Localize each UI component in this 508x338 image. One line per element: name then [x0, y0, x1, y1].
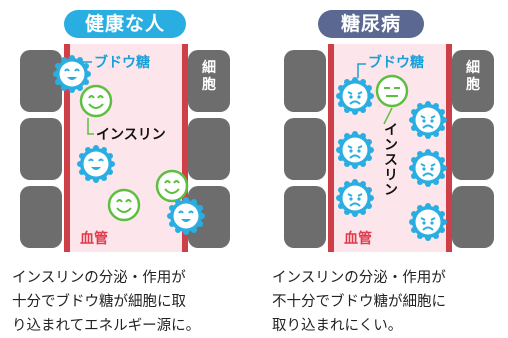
glucose-sad-icon — [408, 202, 448, 242]
insulin-neutral-icon — [375, 74, 409, 108]
glucose-happy-icon — [76, 144, 116, 184]
glucose-sad-icon — [335, 178, 375, 218]
cell-block — [284, 118, 326, 180]
insulin-leader-line — [87, 118, 94, 135]
cell-block — [20, 118, 62, 180]
cell-block — [284, 186, 326, 248]
description-line: インスリンの分泌・作用が — [12, 270, 186, 286]
glucose-sad-icon — [335, 76, 375, 116]
diabetes-description: インスリンの分泌・作用が 不十分でブドウ糖が細胞に 取り込まれにくい。 — [272, 266, 446, 338]
blood-vessel-label: 血管 — [80, 231, 108, 247]
cell-block — [20, 50, 62, 112]
diabetes-title: 糖尿病 — [318, 10, 424, 38]
glucose-leader-line — [357, 63, 366, 78]
description-line: り込まれてエネルギー源に。 — [12, 318, 201, 334]
insulin-leader-line — [383, 107, 393, 125]
cell-block — [452, 50, 494, 112]
glucose-sad-icon — [335, 130, 375, 170]
description-line: インスリンの分泌・作用が — [272, 270, 446, 286]
vessel-wall — [64, 44, 70, 252]
glucose-label: ブドウ糖 — [94, 55, 150, 71]
vessel-wall — [328, 44, 334, 252]
healthy-title: 健康な人 — [64, 10, 186, 38]
insulin-happy-icon — [79, 84, 113, 118]
insulin-label-vertical: インスリン — [382, 122, 398, 197]
cell-label: 細胞 — [466, 60, 480, 93]
glucose-sad-icon — [408, 148, 448, 188]
cell-label: 細胞 — [202, 60, 216, 93]
vessel-wall — [182, 44, 188, 252]
insulin-happy-icon — [107, 188, 141, 222]
healthy-description: インスリンの分泌・作用が 十分でブドウ糖が細胞に取 り込まれてエネルギー源に。 — [12, 266, 200, 338]
insulin-label: インスリン — [96, 127, 166, 143]
cell-block — [188, 50, 230, 112]
glucose-sad-icon — [408, 100, 448, 140]
vessel-wall — [446, 44, 452, 252]
insulin-happy-icon — [155, 169, 189, 203]
description-line: 取り込まれにくい。 — [272, 318, 403, 334]
description-line: 十分でブドウ糖が細胞に取 — [12, 294, 186, 310]
blood-vessel-label: 血管 — [344, 231, 372, 247]
glucose-label: ブドウ糖 — [368, 55, 424, 71]
cell-block — [20, 186, 62, 248]
cell-block — [284, 50, 326, 112]
cell-block — [452, 186, 494, 248]
cell-block — [452, 118, 494, 180]
glucose-happy-icon — [166, 196, 206, 236]
cell-block — [188, 118, 230, 180]
description-line: 不十分でブドウ糖が細胞に — [272, 294, 446, 310]
glucose-happy-icon — [52, 54, 92, 94]
